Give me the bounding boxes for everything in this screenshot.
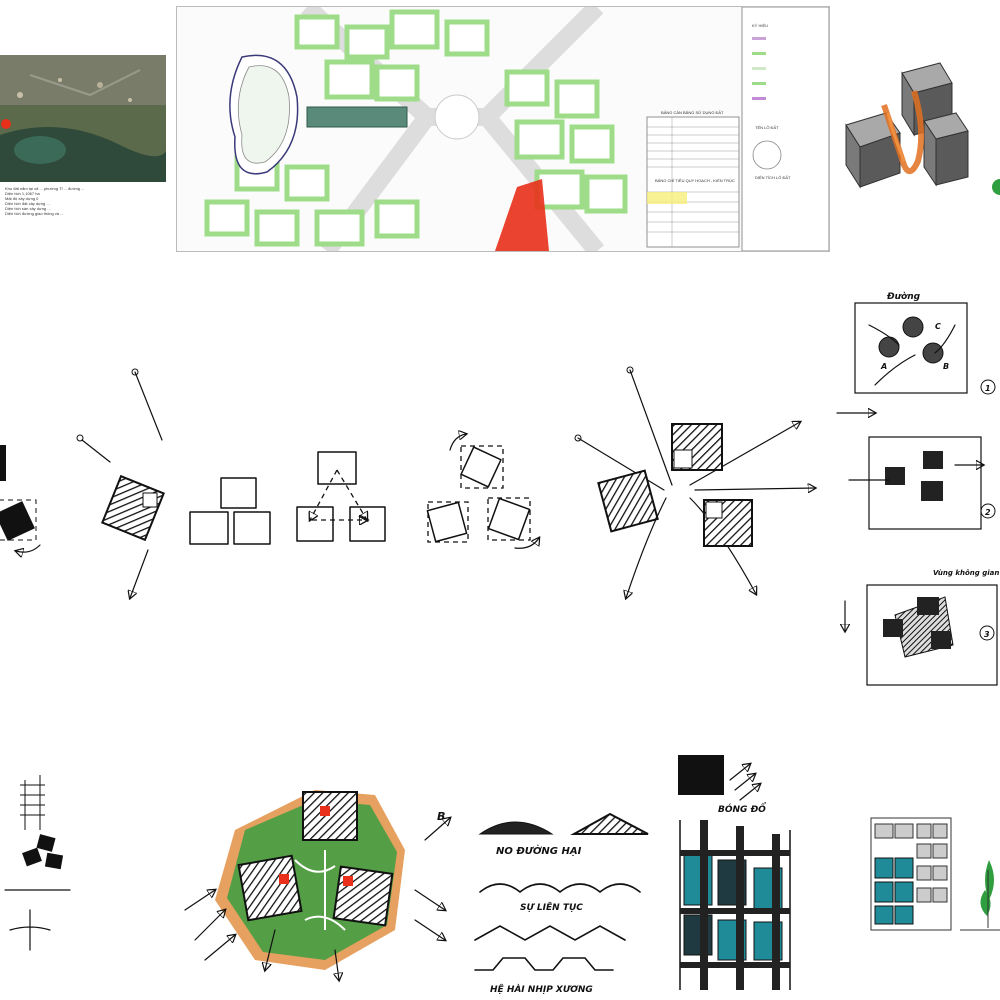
label-light: BÓNG ĐỔ (718, 802, 767, 815)
step-number-2: 2 (985, 508, 991, 517)
site-massing-green: B (175, 770, 465, 985)
direction-letter-b: B (437, 810, 445, 823)
table2-title: BẢNG CHỈ TIÊU QUY HOẠCH - KIẾN TRÚC (655, 178, 735, 183)
caption-line: Diện tích đất xây dựng ... (5, 201, 50, 206)
site-marker (1, 119, 11, 129)
circle-label-c: C (935, 322, 941, 331)
building-elevation-sketch (865, 810, 1000, 940)
satellite-map (0, 55, 166, 182)
masterplan-panel: BẢNG CÂN BẰNG SỬ DỤNG ĐẤT BẢNG CHỈ TIÊU … (176, 6, 830, 252)
table1-title: BẢNG CÂN BẰNG SỬ DỤNG ĐẤT (661, 110, 724, 115)
label-nodes: NO ĐƯỜNG HẠI (496, 843, 582, 857)
concept-diagram-4 (296, 451, 386, 542)
concept-diagram-1 (0, 445, 41, 552)
concept-diagrams-row (0, 360, 830, 650)
concept-diagram-2 (76, 368, 165, 598)
label-rhythm: HỆ HÀI NHỊP XƯƠNG (490, 984, 593, 995)
caption-line: Diện tích 1,1067 ha (5, 191, 40, 196)
concept-diagram-3 (189, 477, 271, 545)
open-space-note: Vùng không gian (933, 569, 999, 577)
green-corridor (306, 106, 408, 128)
circle-label-a: A (880, 362, 887, 371)
step-number-1: 1 (985, 384, 991, 393)
step-number-3: 3 (984, 630, 990, 639)
facade-sketch: BÓNG ĐỔ (670, 750, 800, 1000)
concept-diagram-6 (574, 366, 815, 598)
masterplan-drawing: BẢNG CÂN BẰNG SỬ DỤNG ĐẤT BẢNG CHỈ TIÊU … (177, 7, 829, 251)
satellite-caption: Khu đất nằm tại xã ... phường Tỉ ... đườ… (5, 186, 155, 216)
lot-heading: TÊN LÔ ĐẤT (755, 125, 779, 130)
red-highlight (495, 179, 549, 251)
caption-line: Mật độ xây dựng 0 (5, 196, 39, 201)
area-label: DIỆN TÍCH LÔ ĐẤT (755, 175, 791, 180)
satellite-image-panel (0, 55, 166, 182)
circle-label-b: B (943, 362, 949, 371)
massing-cubes-sketch (840, 55, 1000, 195)
caption-line: Diện tích đường giao thông và ... (5, 211, 64, 216)
concept-diagram-5 (426, 434, 539, 549)
label-sequence: SỰ LIÊN TỤC (520, 902, 583, 913)
form-vocabulary-sketch: NO ĐƯỜNG HẠI SỰ LIÊN TỤC HỆ HÀI NHỊP XƯƠ… (470, 800, 660, 1000)
caption-line: Khu đất nằm tại xã ... phường Tỉ ... đườ… (5, 186, 85, 191)
elevation-sketch (0, 770, 80, 970)
caption-line: Diện tích sàn xây dựng ... (5, 206, 51, 211)
site-analysis-sketches: Đường A B C 1 2 Vùng không gian 3 (835, 285, 1000, 690)
street-note: Đường (886, 291, 921, 302)
legend-heading: KÝ HIỆU (752, 23, 768, 28)
